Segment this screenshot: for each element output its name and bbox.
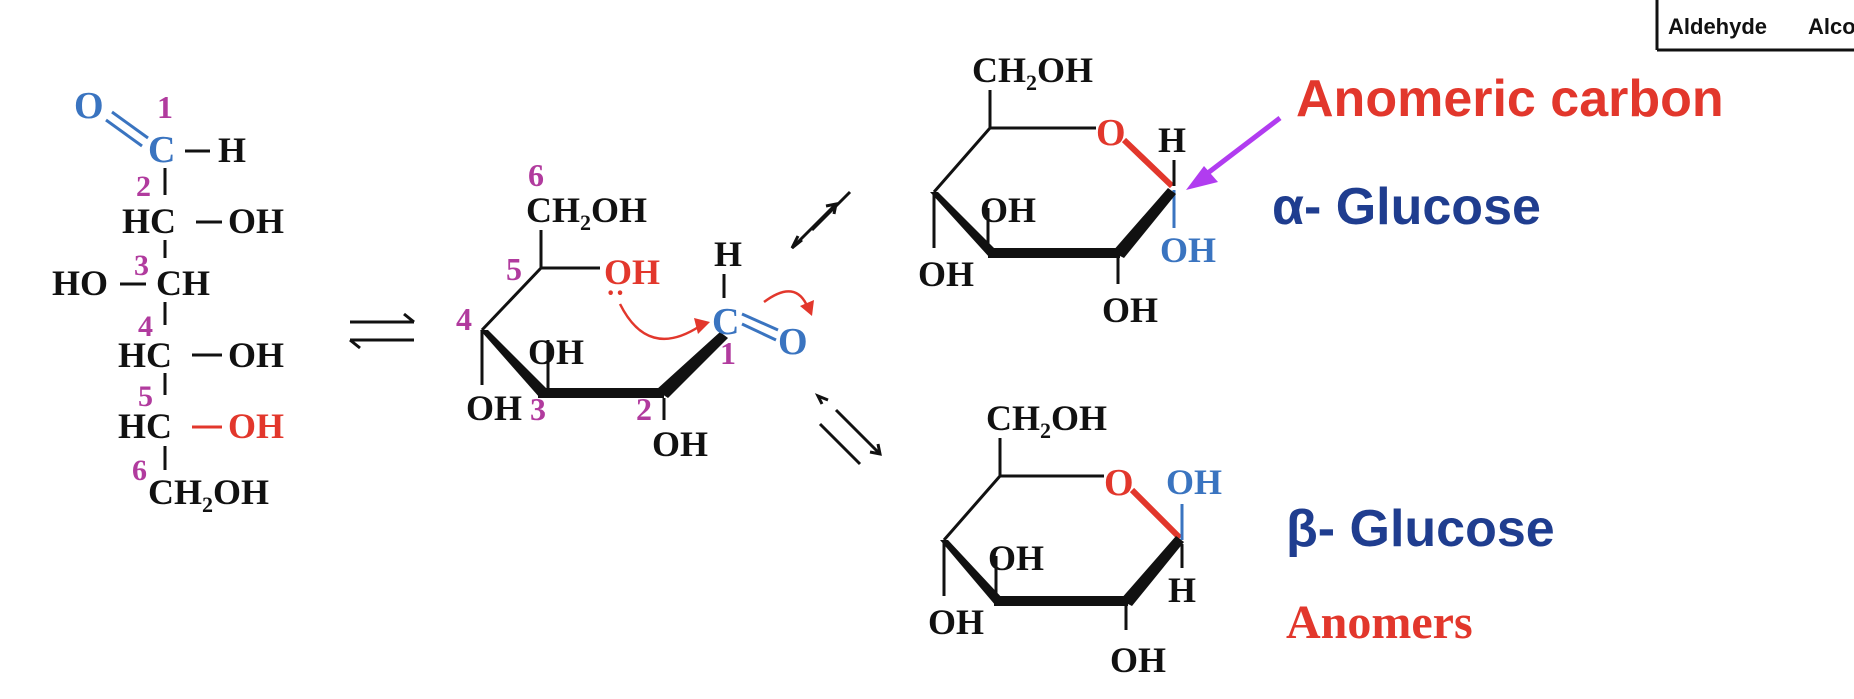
open-number-1: 1 [720, 335, 736, 371]
beta-ring-o: O [1104, 462, 1134, 504]
anomers-label: Anomers [1286, 596, 1473, 649]
fischer-oh5: OH [228, 406, 284, 446]
fischer-oh2: OH [228, 201, 284, 241]
alpha-oh-mid: OH [980, 190, 1036, 230]
open-oh-left: OH [528, 332, 584, 372]
beta-glucose-structure: CH2OH O OH H OH OH OH [928, 398, 1222, 680]
beta-ch2oh: CH2OH [986, 398, 1107, 443]
alpha-glucose-label: α- Glucose [1272, 178, 1541, 236]
fischer-hc5: HC [118, 406, 172, 446]
open-oh-bottom-left: OH [466, 388, 522, 428]
fischer-number-6: 6 [132, 454, 147, 487]
fischer-h: H [218, 130, 246, 170]
fischer-hc2: HC [122, 201, 176, 241]
open-oh-red: OH [604, 252, 660, 292]
fischer-hc4: HC [118, 335, 172, 375]
open-ring-structure: 6 CH2OH 5 OH ·· 4 OH 3 OH 2 OH H C O 1 [456, 157, 814, 464]
fischer-number-1: 1 [157, 89, 173, 125]
beta-oh-blue: OH [1166, 462, 1222, 502]
beta-oh-left: OH [928, 602, 984, 642]
equilibrium-arrows-1 [349, 312, 415, 350]
anomeric-arrow [1186, 116, 1282, 190]
corner-box-alcohol: Alco [1808, 14, 1854, 39]
open-number-6: 6 [528, 157, 544, 193]
fischer-number-2: 2 [136, 170, 151, 203]
fischer-number-3: 3 [134, 249, 149, 282]
fischer-projection: O 1 C H 2 HC OH HO 3 CH 4 HC OH 5 HC OH … [52, 85, 284, 517]
equilibrium-arrows-beta [814, 393, 882, 466]
fischer-number-5: 5 [138, 380, 153, 413]
open-number-3: 3 [530, 391, 546, 427]
beta-glucose-label: β- Glucose [1286, 500, 1555, 558]
open-number-4: 4 [456, 301, 472, 337]
open-o: O [778, 321, 808, 363]
open-number-2: 2 [636, 391, 652, 427]
open-ch2oh: CH2OH [526, 190, 647, 235]
fischer-c1: C [148, 129, 175, 171]
corner-box: Aldehyde Alco [1655, 0, 1854, 52]
alpha-glucose-structure: CH2OH O H OH OH OH OH [918, 50, 1216, 330]
equilibrium-arrows-alpha [790, 190, 852, 250]
fischer-ch2oh: CH2OH [148, 472, 269, 517]
open-number-5: 5 [506, 251, 522, 287]
open-lone-pair: ·· [606, 278, 625, 309]
open-h: H [714, 234, 742, 274]
alpha-oh-left: OH [918, 254, 974, 294]
fischer-ho3: HO [52, 263, 108, 303]
alpha-ch2oh: CH2OH [972, 50, 1093, 95]
beta-oh-bottom: OH [1110, 640, 1166, 680]
fischer-number-4: 4 [138, 310, 153, 343]
alpha-oh-blue: OH [1160, 230, 1216, 270]
fischer-ch3: CH [156, 263, 210, 303]
fischer-o: O [74, 85, 104, 127]
alpha-h: H [1158, 120, 1186, 160]
anomeric-carbon-label: Anomeric carbon [1296, 70, 1724, 128]
alpha-ring-o: O [1096, 112, 1126, 154]
open-oh-bottom: OH [652, 424, 708, 464]
beta-oh-mid: OH [988, 538, 1044, 578]
corner-box-aldehyde: Aldehyde [1668, 14, 1767, 39]
beta-h: H [1168, 570, 1196, 610]
fischer-oh4: OH [228, 335, 284, 375]
alpha-oh-bottom: OH [1102, 290, 1158, 330]
open-c1: C [712, 301, 739, 343]
